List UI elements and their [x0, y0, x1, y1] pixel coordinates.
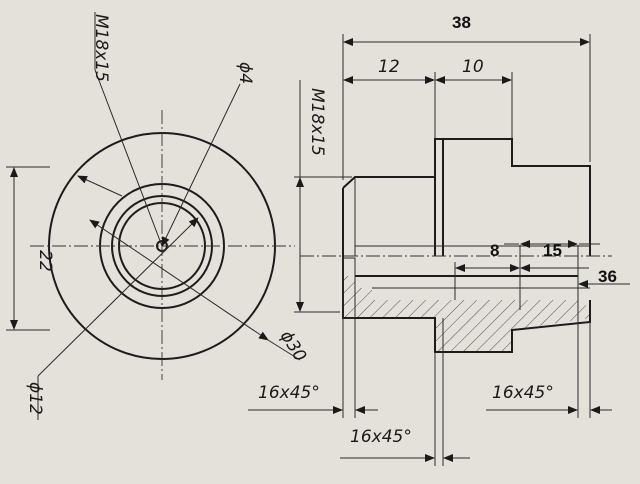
section-hatch: [343, 276, 590, 352]
chamfer-right-text: 16x45°: [492, 383, 554, 403]
dim-10-text: 10: [462, 57, 484, 77]
dim-bore-front: ϕ4: [235, 62, 255, 84]
dim-outer-front: ϕ30: [276, 327, 310, 365]
chamfer-left-text: 16x45°: [258, 383, 320, 403]
front-view: 22 M18x15 ϕ4 ϕ12 ϕ30: [6, 12, 310, 420]
side-outline-top: [342, 138, 591, 256]
dim-15-text: 15: [543, 241, 562, 260]
side-view: 38 12 10 M18x15 8 15 36 16x45°: [248, 13, 630, 466]
dim-inner-front: ϕ12: [25, 382, 45, 415]
dim-8-text: 8: [490, 241, 499, 260]
dim-22-text: 22: [35, 250, 55, 272]
side-outline-bottom: [342, 256, 591, 353]
dim-36-text: 36: [598, 267, 617, 286]
dim-thread-front: M18x15: [91, 14, 111, 82]
dim-thread-side-text: M18x15: [307, 88, 327, 156]
dim-38-text: 38: [452, 13, 471, 32]
dim-12-text: 12: [378, 57, 400, 77]
chamfer-bottom-text: 16x45°: [350, 427, 412, 447]
